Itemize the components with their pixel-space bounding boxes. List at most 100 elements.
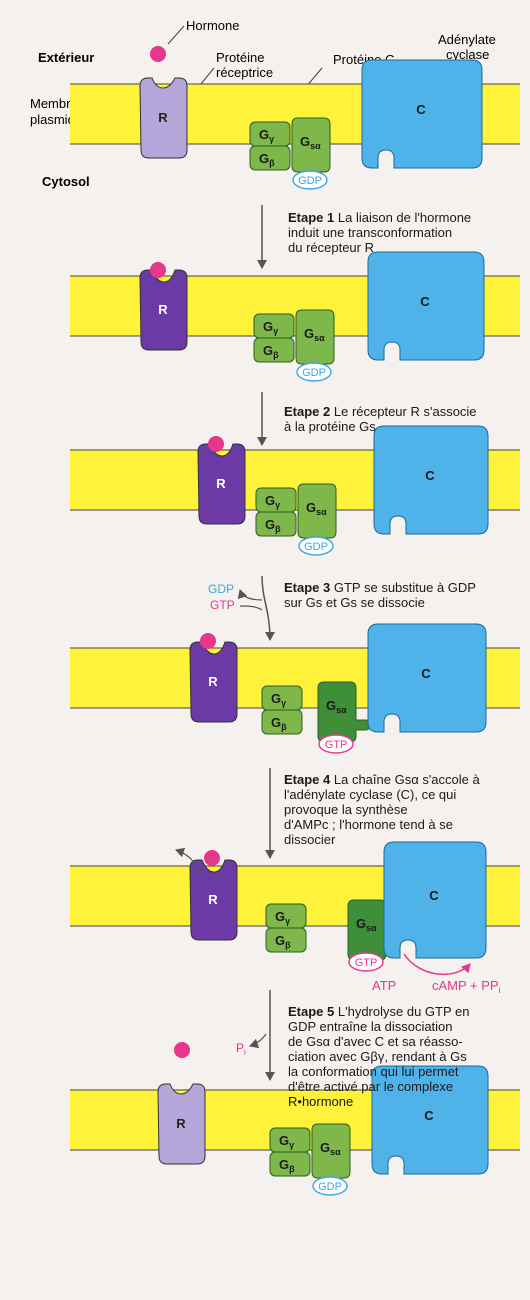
cyclase-c-label: C <box>429 888 439 903</box>
gdp-badge-ring <box>298 536 334 556</box>
step-2-body: Le récepteur R s'associe à la protéine G… <box>284 404 477 434</box>
g-gamma-label: Gγ <box>279 1133 294 1150</box>
receptor-r-label: R <box>208 892 218 907</box>
label-proteine-receptrice-1: Protéine <box>216 50 264 65</box>
arrow-gdp-out <box>237 589 263 601</box>
label-camp: cAMP + PPi <box>432 978 501 995</box>
gtp-badge-ring <box>348 952 384 972</box>
step-4-body: La chaîne Gsα s'accole à l'adénylate cyc… <box>284 772 480 847</box>
gdp-badge: GDP <box>296 362 332 382</box>
g-alpha-subunit <box>295 309 335 365</box>
label-cytosol: Cytosol <box>42 174 90 189</box>
step-5-text: Etape 5 L'hydrolyse du GTP en GDP entraî… <box>288 1004 518 1109</box>
gdp-badge: GDP <box>312 1176 348 1196</box>
gtp-badge: GTP <box>348 952 384 972</box>
arrow-pi-out <box>249 1033 267 1049</box>
leader-hormone <box>167 25 185 45</box>
label-pi: Pi <box>236 1041 246 1057</box>
gtp-badge-label: GTP <box>355 957 378 969</box>
label-hormone: Hormone <box>186 18 239 33</box>
g-beta-label: Gβ <box>271 715 287 732</box>
gdp-badge-label: GDP <box>318 1181 342 1193</box>
cyclase-c-label: C <box>420 294 430 309</box>
g-alpha-label: Gsα <box>326 698 347 715</box>
gdp-badge-label: GDP <box>302 367 326 379</box>
g-beta-label: Gβ <box>259 151 275 168</box>
g-beta-label: Gβ <box>279 1157 295 1174</box>
gtp-badge: GTP <box>318 734 354 754</box>
step-4-text: Etape 4 La chaîne Gsα s'accole à l'adény… <box>284 772 520 847</box>
adenylate-cyclase-c <box>367 623 487 733</box>
g-gamma-label: Gγ <box>263 319 278 336</box>
gdp-badge: GDP <box>298 536 334 556</box>
adenylate-cyclase-c <box>361 59 483 169</box>
g-alpha-subunit <box>311 1123 351 1179</box>
label-adenylate-2: cyclase <box>446 47 489 62</box>
g-gamma-label: Gγ <box>271 691 286 708</box>
receptor-r-label: R <box>176 1116 186 1131</box>
hormone <box>150 46 166 62</box>
gdp-badge-ring <box>296 362 332 382</box>
cyclase-c-label: C <box>416 102 426 117</box>
step-3-number: Etape 3 <box>284 580 331 595</box>
step-3-text: Etape 3 GTP se substitue à GDP sur Gs et… <box>284 580 514 610</box>
receptor-r-label: R <box>208 674 218 689</box>
step-1-text: Etape 1 La liaison de l'hormone induit u… <box>288 210 508 255</box>
cyclase-c-label: C <box>424 1108 434 1123</box>
adenylate-cyclase-c <box>371 1065 489 1175</box>
g-beta-subunit <box>269 1151 311 1177</box>
gdp-badge-label: GDP <box>304 541 328 553</box>
receptor-r <box>157 1083 206 1165</box>
g-alpha-label: Gsα <box>304 326 325 343</box>
receptor-r-label: R <box>158 110 168 125</box>
g-beta-subunit <box>261 709 303 735</box>
step-4-number: Etape 4 <box>284 772 331 787</box>
gdp-badge-ring <box>312 1176 348 1196</box>
hormone <box>204 850 220 866</box>
g-alpha-label: Gsα <box>306 500 327 517</box>
gdp-badge-ring <box>292 170 328 190</box>
step-1-body: La liaison de l'hormone induit une trans… <box>288 210 472 255</box>
gtp-badge-label: GTP <box>325 739 348 751</box>
g-beta-label: Gβ <box>265 517 281 534</box>
step-2-text: Etape 2 Le récepteur R s'associe à la pr… <box>284 404 514 434</box>
g-beta-subunit <box>255 511 297 537</box>
g-alpha-label: Gsα <box>356 916 377 933</box>
g-alpha-label: Gsα <box>300 134 321 151</box>
g-beta-subunit <box>253 337 295 363</box>
step-3-body: GTP se substitue à GDP sur Gs et Gs se d… <box>284 580 476 610</box>
receptor-r <box>189 859 238 941</box>
arrow-atp-camp <box>403 953 471 976</box>
step-5-number: Etape 5 <box>288 1004 335 1019</box>
label-gdp-exchange: GDP <box>208 582 234 596</box>
g-alpha-label: Gsα <box>320 1140 341 1157</box>
step-1-number: Etape 1 <box>288 210 335 225</box>
arrow-step-3 <box>261 575 275 641</box>
gdp-badge-label: GDP <box>298 175 322 187</box>
cyclase-c-label: C <box>421 666 431 681</box>
gdp-badge: GDP <box>292 170 328 190</box>
gtp-badge-ring <box>318 734 354 754</box>
hormone <box>150 262 166 278</box>
g-beta-subunit <box>249 145 291 171</box>
label-adenylate-1: Adénylate <box>438 32 496 47</box>
g-beta-subunit <box>265 927 307 953</box>
hormone <box>208 436 224 452</box>
step-5-body: L'hydrolyse du GTP en GDP entraîne la di… <box>288 1004 470 1109</box>
g-beta-label: Gβ <box>275 933 291 950</box>
label-gtp-exchange: GTP <box>210 598 235 612</box>
g-alpha-subunit <box>291 117 331 173</box>
adenylate-cyclase-c <box>373 425 489 535</box>
step-2-number: Etape 2 <box>284 404 331 419</box>
label-atp: ATP <box>372 978 396 993</box>
label-proteine-receptrice-2: réceptrice <box>216 65 273 80</box>
cyclase-c-label: C <box>425 468 435 483</box>
